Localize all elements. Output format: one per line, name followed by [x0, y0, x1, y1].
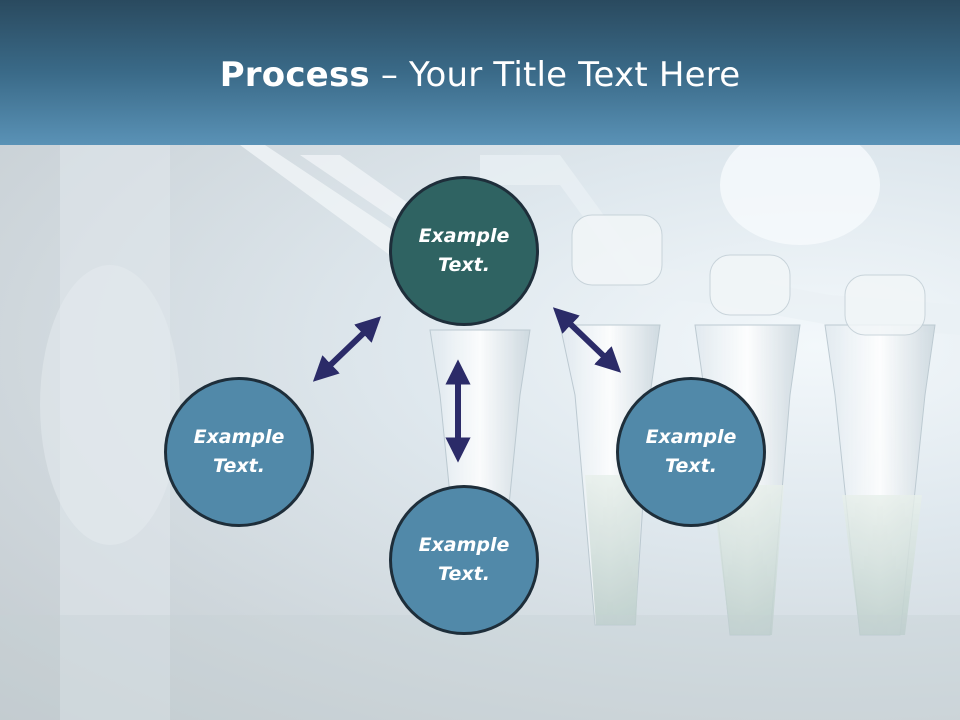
slide-title: Process – Your Title Text Here — [0, 52, 960, 98]
node-bottom-line1: Example — [418, 534, 510, 556]
node-right-line2: Text. — [665, 455, 717, 477]
node-bottom-line2: Text. — [438, 563, 490, 585]
node-left-line1: Example — [193, 426, 285, 448]
arrow-top-left — [312, 316, 382, 382]
arrow-top-right — [552, 307, 622, 373]
title-rest: – Your Title Text Here — [369, 55, 741, 95]
title-bar: Process – Your Title Text Here — [0, 0, 960, 145]
node-center-line2: Text. — [438, 254, 490, 276]
title-bold: Process — [219, 55, 370, 95]
node-center-line1: Example — [418, 225, 510, 247]
node-right-line1: Example — [645, 426, 737, 448]
lab-tubes-illustration — [0, 145, 960, 720]
node-left-line2: Text. — [213, 455, 265, 477]
